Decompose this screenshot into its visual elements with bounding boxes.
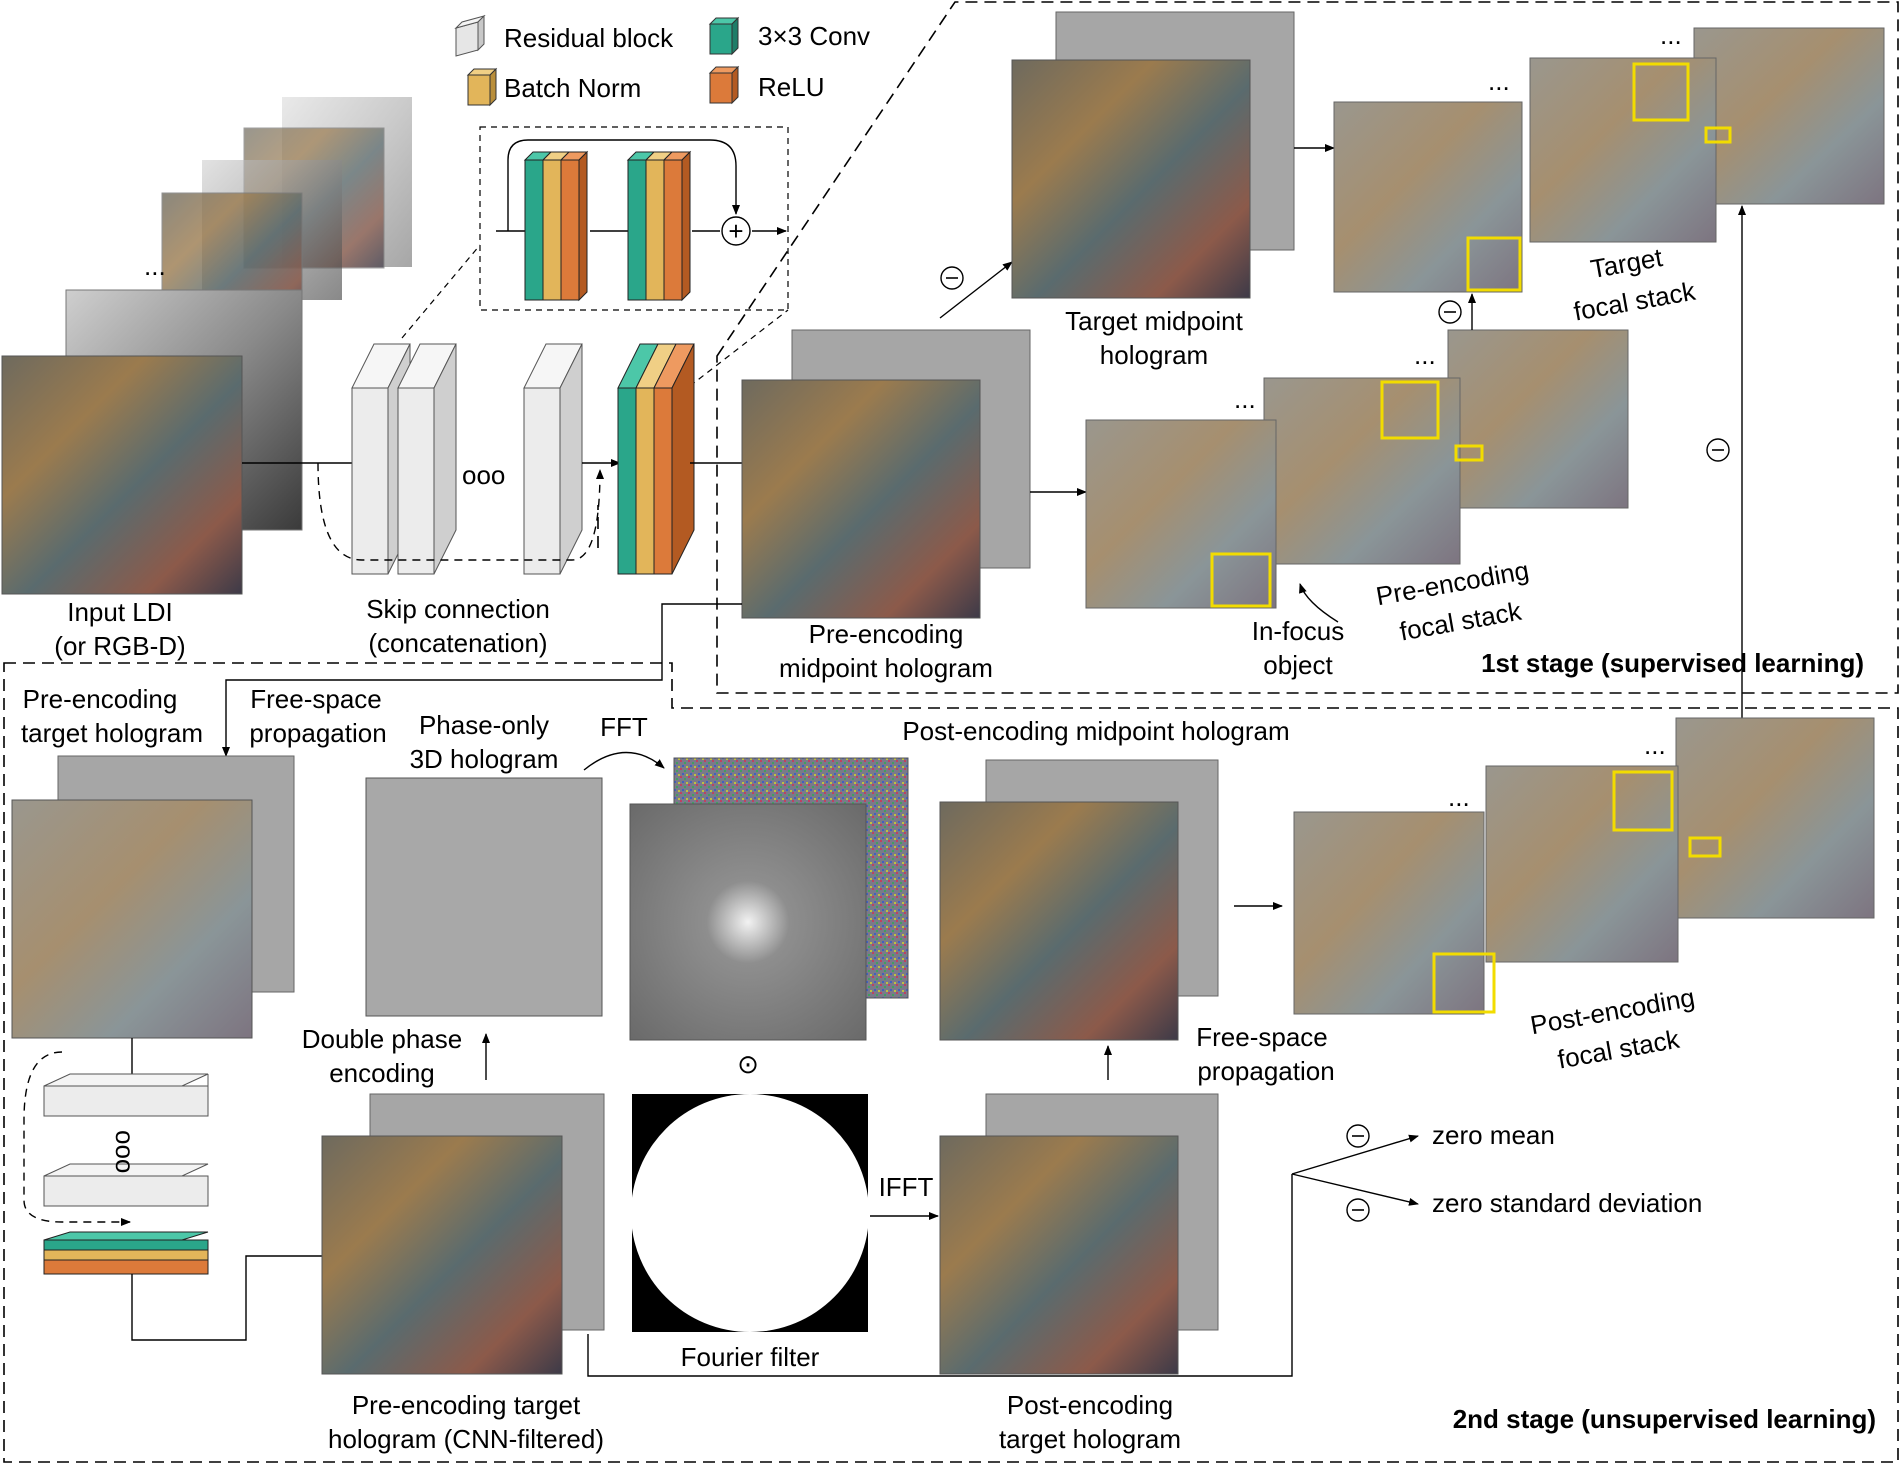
pre-midpoint-hologram-image xyxy=(741,329,1031,619)
pre-target-hologram-image xyxy=(11,755,295,1039)
post-focal-ellipsis-1: ... xyxy=(1448,782,1470,812)
conv-swatch xyxy=(708,16,740,56)
input-label-line2: (or RGB-D) xyxy=(54,631,185,661)
legend-bn-label: Batch Norm xyxy=(504,73,641,103)
fourier-filter-image xyxy=(631,1094,869,1332)
phase-only-hologram-image xyxy=(365,777,603,1017)
target-focal-ellipsis-1: ... xyxy=(1488,66,1510,96)
free-space-1-line1: Free-space xyxy=(250,684,382,714)
midpoint-to-target-connector xyxy=(222,603,742,757)
post-focal-stack xyxy=(1293,717,1875,1015)
free-space-1-line2: propagation xyxy=(249,718,386,748)
pre-midpoint-label-line2: midpoint hologram xyxy=(779,653,993,683)
pre-midpoint-label-line1: Pre-encoding xyxy=(809,619,964,649)
cnn-output-line xyxy=(131,1255,322,1341)
stage1-border xyxy=(700,663,717,695)
input-ellipsis-icon: ... xyxy=(144,251,166,281)
stage2-title: 2nd stage (unsupervised learning) xyxy=(1453,1404,1876,1434)
zero-std-label: zero standard deviation xyxy=(1432,1188,1702,1218)
fourier-filter-label: Fourier filter xyxy=(681,1342,820,1372)
zoom-line-right xyxy=(689,309,789,387)
res-block-2 xyxy=(397,343,457,575)
residual-zoom-box xyxy=(479,126,789,311)
zero-mean-label: zero mean xyxy=(1432,1120,1555,1150)
target-midpoint-label-line2: hologram xyxy=(1100,340,1208,370)
mini-cnn xyxy=(43,1073,209,1275)
skip-connection-arrow xyxy=(317,462,604,561)
target-midpoint-hologram-image xyxy=(1011,11,1295,299)
legend-residual-label: Residual block xyxy=(504,23,674,53)
cnn-ellipsis-icon: ooo xyxy=(110,1130,140,1173)
res-block-3 xyxy=(523,343,583,575)
in-focus-label-line2: object xyxy=(1263,650,1333,680)
arrow-to-target-midpoint xyxy=(939,261,1013,319)
target-focal-stack xyxy=(1333,27,1885,293)
residual-detail xyxy=(496,139,787,302)
plus-icon: + xyxy=(728,216,743,246)
input-ldi-stack xyxy=(1,97,412,595)
loss-connector xyxy=(587,1174,1293,1377)
post-target-label-line2: target hologram xyxy=(999,1424,1181,1454)
zoom-line-left xyxy=(401,244,481,339)
pre-focal-ellipsis-1: ... xyxy=(1234,384,1256,414)
target-focal-label-line2: focal stack xyxy=(1571,276,1698,327)
in-focus-pointer xyxy=(1299,583,1339,623)
target-focal-label-line1: Target xyxy=(1588,242,1665,284)
post-target-hologram-image xyxy=(939,1093,1219,1375)
stage1-outline xyxy=(716,1,1899,694)
in-focus-label-line1: In-focus xyxy=(1252,616,1345,646)
pre-focal-ellipsis-2: ... xyxy=(1414,340,1436,370)
skip-label-line2: (concatenation) xyxy=(368,628,547,658)
input-label-line1: Input LDI xyxy=(67,597,173,627)
free-space-2-line2: propagation xyxy=(1197,1056,1334,1086)
skip-label-line1: Skip connection xyxy=(366,594,550,624)
relu-swatch xyxy=(708,65,740,105)
post-focal-ellipsis-2: ... xyxy=(1644,730,1666,760)
pre-focal-stack xyxy=(1085,329,1629,609)
cnn-filtered-label-line1: Pre-encoding target xyxy=(352,1390,581,1420)
stage2-outline xyxy=(3,662,1899,1463)
fft-arrow xyxy=(583,751,665,771)
residual-blocks xyxy=(351,343,583,575)
legend-relu-label: ReLU xyxy=(758,72,824,102)
cnn-skip-arrow xyxy=(23,1051,131,1226)
pre-target-label-line2: target hologram xyxy=(21,718,203,748)
phase-only-label-line2: 3D hologram xyxy=(410,744,559,774)
free-space-2-line1: Free-space xyxy=(1196,1022,1328,1052)
fft-spectrum-image xyxy=(629,757,909,1041)
target-focal-ellipsis-2: ... xyxy=(1660,20,1682,50)
cnn-filtered-label-line2: hologram (CNN-filtered) xyxy=(328,1424,604,1454)
legend-conv-label: 3×3 Conv xyxy=(758,21,870,51)
target-midpoint-label-line1: Target midpoint xyxy=(1065,306,1244,336)
hadamard-icon: ⊙ xyxy=(737,1049,759,1079)
post-midpoint-hologram-image xyxy=(939,759,1219,1041)
legend: Residual block 3×3 Conv Batch Norm ReLU xyxy=(454,14,870,107)
arrow-to-zero-std xyxy=(1291,1173,1419,1206)
pre-target-label-line1: Pre-encoding xyxy=(23,684,178,714)
phase-only-label-line1: Phase-only xyxy=(419,710,549,740)
post-midpoint-label: Post-encoding midpoint hologram xyxy=(902,716,1289,746)
arrow-to-zero-mean xyxy=(1291,1134,1419,1175)
res-ellipsis-icon: ooo xyxy=(462,460,505,490)
double-phase-label-line1: Double phase xyxy=(302,1024,462,1054)
cnn-filtered-hologram-image xyxy=(321,1093,605,1375)
output-conv-layers xyxy=(617,343,695,575)
residual-block-swatch xyxy=(454,14,486,57)
fft-label: FFT xyxy=(600,712,648,742)
ifft-label: IFFT xyxy=(879,1172,934,1202)
double-phase-label-line2: encoding xyxy=(329,1058,435,1088)
post-target-label-line1: Post-encoding xyxy=(1007,1390,1173,1420)
stage1-title: 1st stage (supervised learning) xyxy=(1481,648,1864,678)
batch-norm-swatch xyxy=(466,67,498,107)
